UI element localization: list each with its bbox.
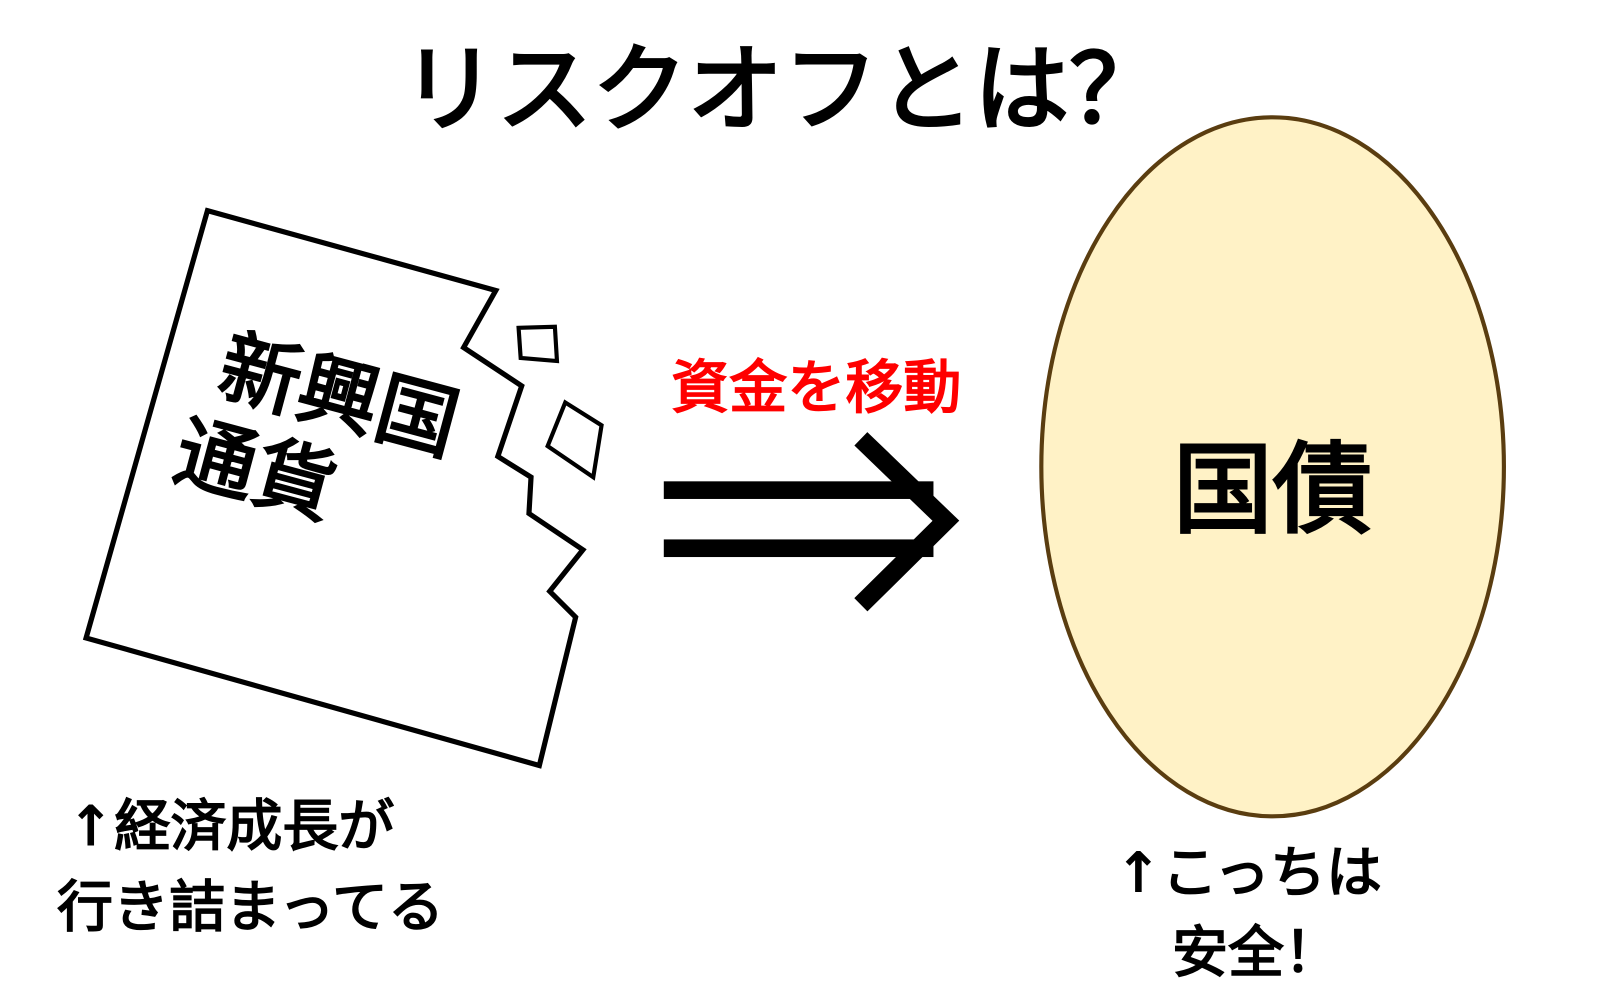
right-note-line2: 安全！ [1172, 921, 1340, 986]
broken-emerging-currency: 新興国 通貨 [82, 207, 604, 769]
government-bond-label: 国債 [1173, 433, 1372, 548]
government-bond-ellipse [1039, 115, 1506, 819]
right-note-line1: ↑こっちは [1115, 841, 1382, 906]
fragment-square [516, 324, 560, 364]
move-funds-label: 資金を移動 [671, 354, 961, 422]
left-note-line1: ↑経済成長が [67, 794, 394, 859]
broken-paper-shape [82, 207, 587, 769]
left-note-line2: 行き詰まってる [57, 875, 444, 940]
diagram-title: リスクオフとは？ [401, 33, 1164, 145]
fragment-diamond [545, 399, 604, 481]
double-arrow-icon [663, 432, 960, 612]
